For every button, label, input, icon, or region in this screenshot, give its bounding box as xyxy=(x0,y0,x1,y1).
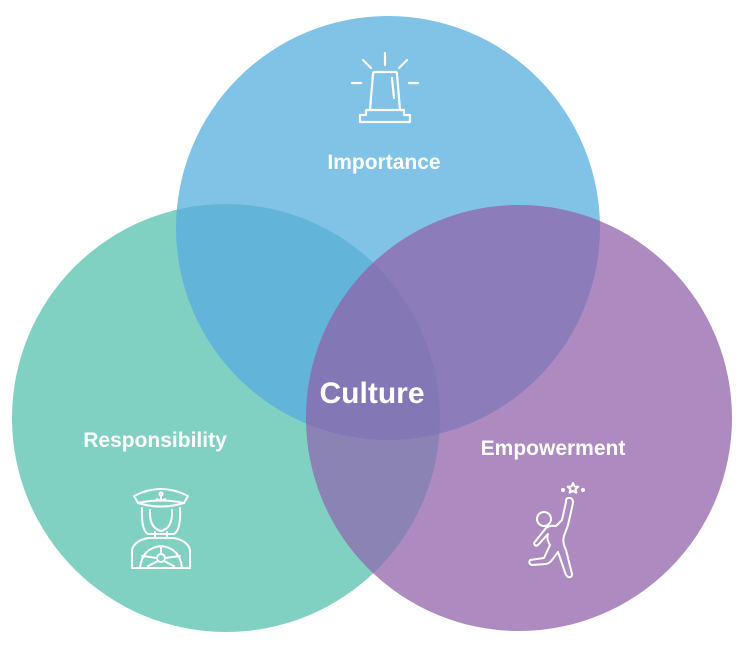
label-importance: Importance xyxy=(327,151,441,174)
siren-alarm-icon xyxy=(350,51,420,124)
label-culture-center: Culture xyxy=(319,377,425,410)
label-responsibility: Responsibility xyxy=(83,429,227,452)
jumping-person-reaching-star-icon xyxy=(528,482,585,579)
captain-steering-wheel-icon xyxy=(131,488,191,569)
label-empowerment: Empowerment xyxy=(480,437,626,460)
